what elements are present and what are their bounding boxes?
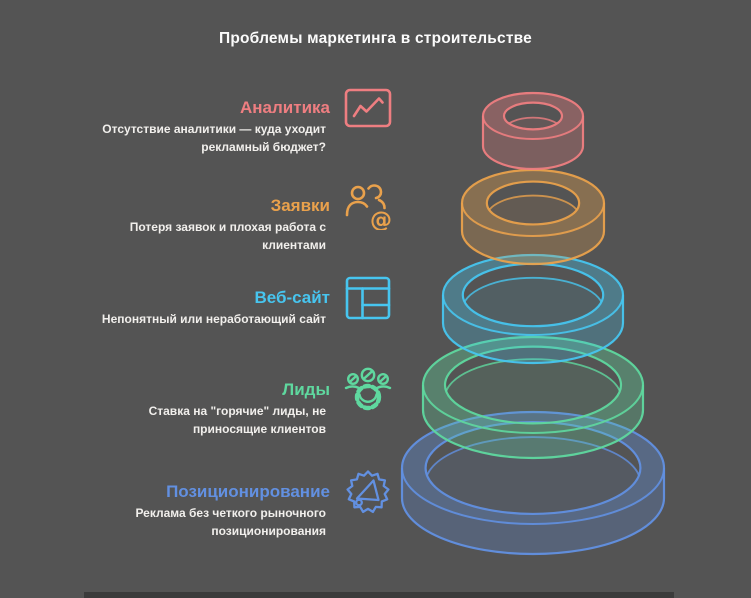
section-requests: Заявки @ Потеря заявок и плохая работа с…	[0, 182, 392, 254]
users-at-icon: @	[344, 182, 392, 230]
section-requests-head: Заявки @	[271, 182, 392, 230]
section-description-requests: Потеря заявок и плохая работа с клиентам…	[129, 220, 326, 252]
section-leads: Лиды Ставка на "горячие" лиды, не принос…	[0, 366, 392, 438]
bottom-bar	[84, 592, 674, 598]
section-analytics-head: Аналитика	[240, 84, 392, 132]
section-website: Веб-сайт Непонятный или неработающий сай…	[0, 274, 392, 328]
funnel-ring-analytics	[481, 91, 585, 171]
section-leads-head: Лиды	[282, 366, 392, 414]
section-label-website: Веб-сайт	[254, 288, 330, 307]
section-description-leads: Ставка на "горячие" лиды, не приносящие …	[148, 404, 326, 436]
section-positioning: Позиционирование Реклама без четкого рын…	[0, 468, 392, 540]
website-layout-icon	[344, 274, 392, 322]
section-label-analytics: Аналитика	[240, 98, 330, 117]
funnel-ring-positioning	[400, 410, 666, 556]
people-gear-icon	[344, 366, 392, 414]
svg-text:@: @	[370, 208, 392, 230]
megaphone-badge-icon	[344, 468, 392, 516]
section-description-analytics: Отсутствие аналитики — куда уходит рекла…	[102, 122, 326, 154]
problem-list: Аналитика Отсутствие аналитики — куда ух…	[0, 84, 392, 540]
section-description-website: Непонятный или неработающий сайт	[101, 312, 326, 326]
section-label-positioning: Позиционирование	[166, 482, 330, 501]
section-website-head: Веб-сайт	[254, 274, 392, 322]
section-analytics: Аналитика Отсутствие аналитики — куда ух…	[0, 84, 392, 156]
chart-line-icon	[344, 84, 392, 132]
page-title: Проблемы маркетинга в строительстве	[219, 30, 532, 47]
section-positioning-head: Позиционирование	[166, 468, 392, 516]
section-description-positioning: Реклама без четкого рыночного позиционир…	[135, 506, 326, 538]
funnel-ring-leads	[421, 335, 645, 460]
section-label-leads: Лиды	[282, 380, 330, 399]
funnel-ring-requests	[460, 168, 606, 266]
funnel-ring-website	[441, 253, 625, 365]
section-label-requests: Заявки	[270, 196, 330, 215]
